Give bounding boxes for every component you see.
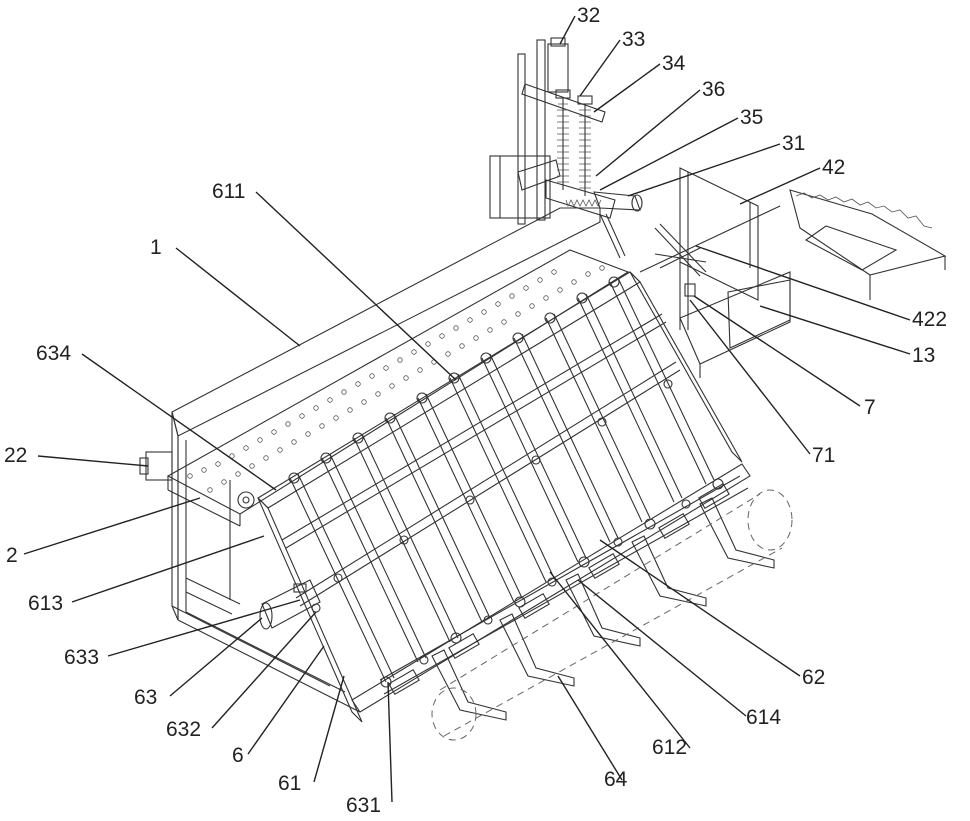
spring-left [557, 98, 569, 190]
callout-34: 34 [662, 52, 686, 75]
callout-1: 1 [150, 236, 162, 259]
callout-422: 422 [912, 308, 947, 331]
callout-634: 634 [36, 342, 71, 365]
callout-6: 6 [232, 744, 244, 767]
leader-lines [24, 16, 910, 802]
callout-63: 63 [134, 686, 157, 709]
callout-612: 612 [652, 736, 687, 759]
callout-36: 36 [702, 78, 725, 101]
callout-13: 13 [912, 344, 935, 367]
right-frame [640, 168, 945, 378]
callout-31: 31 [782, 132, 805, 155]
callout-64: 64 [604, 768, 628, 791]
callout-631: 631 [346, 794, 381, 817]
mast-assembly [490, 38, 642, 258]
rake-frame [258, 272, 750, 722]
callout-32: 32 [577, 4, 600, 27]
callout-633: 633 [64, 646, 99, 669]
callout-35: 35 [740, 106, 763, 129]
callout-611: 611 [212, 180, 245, 203]
conveyor-belt [168, 250, 628, 526]
tines-64 [432, 498, 774, 720]
callout-33: 33 [622, 28, 645, 51]
cylinder-63 [260, 580, 320, 629]
callout-71: 71 [812, 444, 835, 467]
callout-614: 614 [746, 706, 781, 729]
ground-outline [432, 490, 792, 740]
callout-632: 632 [166, 718, 201, 741]
callout-42: 42 [822, 156, 845, 179]
callout-2: 2 [6, 544, 18, 567]
callout-62: 62 [802, 666, 825, 689]
belt-studs [188, 266, 605, 493]
callout-61: 61 [278, 772, 301, 795]
pivot-pins [289, 277, 672, 582]
callout-7: 7 [864, 396, 876, 419]
callout-613: 613 [28, 592, 63, 615]
callout-22: 22 [4, 444, 27, 467]
